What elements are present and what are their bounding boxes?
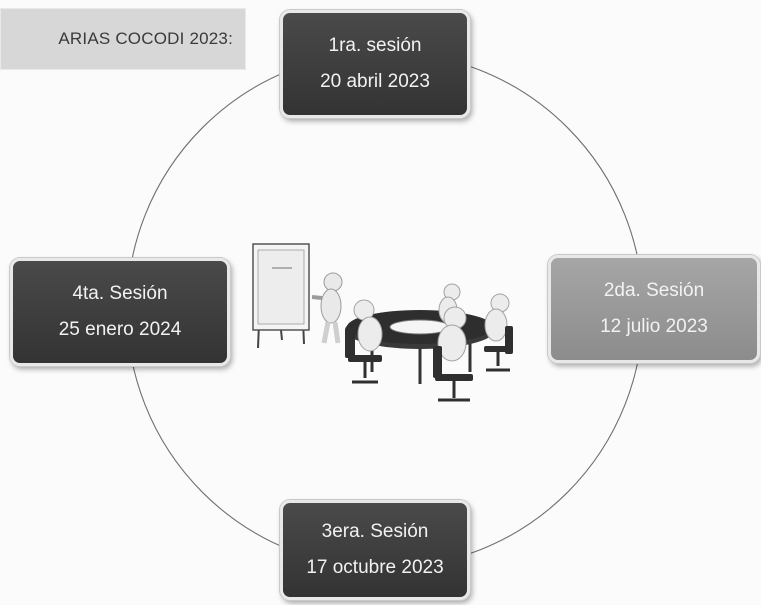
session-4-name: 4ta. Sesión <box>72 283 168 304</box>
session-box-3: 3era. Sesión 17 octubre 2023 <box>280 500 470 600</box>
session-2-date: 12 julio 2023 <box>600 316 708 337</box>
session-2-name: 2da. Sesión <box>603 280 705 301</box>
diagram-title-text: ARIAS COCODI 2023: <box>58 29 233 48</box>
session-box-1: 1ra. sesión 20 abril 2023 <box>280 10 470 118</box>
session-1-name: 1ra. sesión <box>328 35 422 56</box>
attendee-figures-icon <box>353 283 510 362</box>
session-box-2: 2da. Sesión 12 julio 2023 <box>548 255 760 363</box>
session-1-date: 20 abril 2023 <box>320 71 430 92</box>
session-3-name: 3era. Sesión <box>321 521 429 542</box>
office-chairs-icon <box>345 326 513 402</box>
session-box-4: 4ta. Sesión 25 enero 2024 <box>10 258 230 366</box>
session-3-date: 17 octubre 2023 <box>306 557 444 578</box>
presenter-figure-icon <box>311 272 343 344</box>
meeting-table-icon <box>252 243 513 402</box>
diagram-title: ARIAS COCODI 2023: <box>0 8 246 70</box>
session-4-date: 25 enero 2024 <box>58 319 182 340</box>
flipchart-icon <box>252 243 310 349</box>
